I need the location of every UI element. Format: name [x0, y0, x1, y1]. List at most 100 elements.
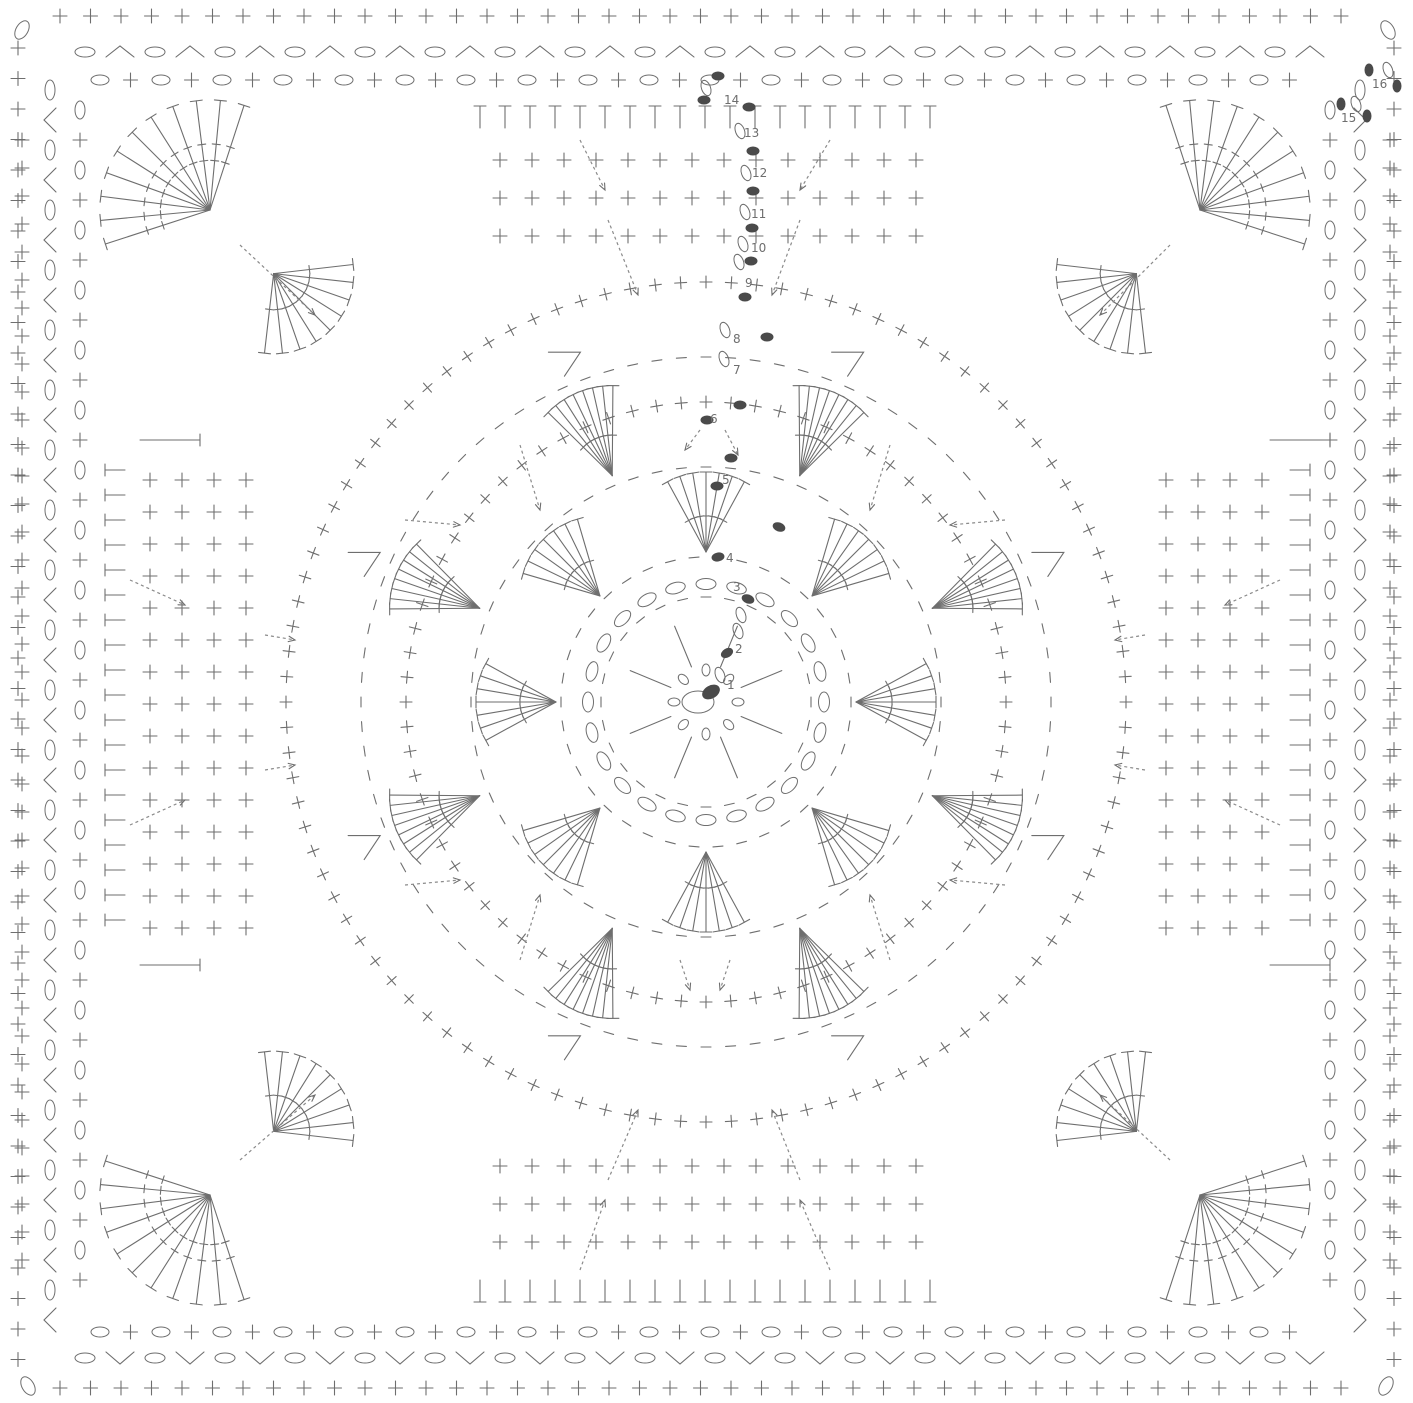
- single-crochet-symbol: [124, 1325, 138, 1339]
- single-crochet-symbol: [73, 373, 87, 387]
- single-crochet-symbol: [1255, 761, 1269, 775]
- double-crochet-symbol: [577, 389, 612, 476]
- chain-symbol: [45, 1100, 55, 1120]
- single-crochet-symbol: [1387, 1353, 1401, 1367]
- triangle-cluster: [832, 1036, 864, 1060]
- dc-stem: [106, 173, 210, 210]
- chain-symbol: [285, 1353, 305, 1363]
- double-crochet-symbol: [210, 100, 226, 210]
- ring-cross: [1047, 458, 1057, 468]
- ring-dash: [939, 722, 940, 732]
- ring-dash: [798, 1032, 808, 1035]
- round-label-9: 9: [745, 276, 753, 290]
- cross-t: [873, 1083, 884, 1088]
- ring-dash: [623, 821, 631, 826]
- picot-right: [1354, 1188, 1366, 1212]
- single-crochet-symbol: [1387, 560, 1401, 574]
- ring-cross: [423, 1012, 432, 1021]
- chain-symbol: [75, 1353, 95, 1363]
- cross-t: [528, 1083, 539, 1088]
- single-crochet-symbol: [143, 857, 157, 871]
- double-crochet-symbol: [1290, 614, 1310, 626]
- cross-t: [954, 861, 961, 871]
- single-crochet-symbol: [1387, 895, 1401, 909]
- chain-symbol: [1325, 941, 1335, 959]
- dc-cross: [309, 1132, 310, 1140]
- ring-dash: [798, 370, 808, 373]
- double-crochet-symbol: [932, 796, 1019, 831]
- ring-cross: [1047, 936, 1057, 946]
- single-crochet-symbol: [978, 1325, 992, 1339]
- chain-symbol: [668, 698, 680, 706]
- chain-symbol: [713, 666, 727, 684]
- ring-cross: [918, 337, 928, 347]
- double-crochet-symbol: [105, 714, 125, 726]
- double-crochet-symbol: [1290, 914, 1310, 926]
- double-crochet-symbol: [800, 928, 868, 995]
- dc-cross: [1254, 171, 1258, 178]
- single-crochet-symbol: [493, 191, 507, 205]
- dc-cross: [1204, 144, 1212, 145]
- single-crochet-symbol: [239, 729, 253, 743]
- ring-cross: [292, 596, 304, 608]
- dc-cross: [1223, 1235, 1230, 1239]
- single-crochet-symbol: [717, 153, 731, 167]
- single-crochet-symbol: [1191, 537, 1205, 551]
- double-crochet-symbol: [210, 1195, 226, 1305]
- ring-dash: [928, 770, 931, 780]
- double-crochet-symbol: [105, 689, 125, 701]
- dc-cross: [180, 1235, 187, 1239]
- single-crochet-symbol: [1387, 1231, 1401, 1245]
- ring-dash: [368, 770, 370, 780]
- ring-cross: [865, 446, 875, 456]
- cross-t: [1087, 524, 1092, 535]
- cross-t: [439, 554, 445, 565]
- dc-cross: [144, 212, 145, 220]
- single-crochet-symbol: [877, 191, 891, 205]
- ring-cross: [725, 277, 737, 289]
- single-crochet-symbol: [1191, 665, 1205, 679]
- single-crochet-symbol: [1159, 473, 1173, 487]
- dc-stem: [1200, 1195, 1237, 1299]
- ring-dash: [1042, 770, 1044, 780]
- ring-dash: [1050, 672, 1051, 682]
- chain-symbol: [396, 1327, 414, 1337]
- chain-symbol: [45, 440, 55, 460]
- round-start-marker: [772, 521, 786, 533]
- triangle-cluster: [1032, 552, 1064, 576]
- cross-t: [537, 448, 547, 455]
- single-crochet-symbol: [143, 697, 157, 711]
- double-crochet-symbol: [478, 702, 556, 734]
- dc-cross: [1104, 289, 1108, 296]
- single-crochet-symbol: [11, 41, 25, 55]
- single-crochet-symbol: [175, 665, 189, 679]
- single-crochet-symbol: [717, 1235, 731, 1249]
- ring-dash: [774, 924, 784, 927]
- single-crochet-symbol: [1191, 601, 1205, 615]
- cross-t: [442, 368, 451, 375]
- chain-symbol: [636, 590, 659, 610]
- double-crochet-symbol: [274, 1131, 354, 1146]
- single-crochet-symbol: [557, 153, 571, 167]
- dc-cross: [1249, 211, 1250, 219]
- single-crochet-symbol: [1383, 721, 1397, 735]
- single-crochet-symbol: [328, 9, 342, 23]
- double-crochet-symbol: [799, 106, 811, 128]
- single-crochet-symbol: [1387, 377, 1401, 391]
- chain-symbol: [664, 808, 686, 824]
- double-crochet-symbol: [599, 1280, 611, 1302]
- picot-left: [44, 228, 56, 252]
- dc-top: [352, 276, 353, 288]
- dc-cross: [266, 1095, 274, 1096]
- single-crochet-symbol: [207, 505, 221, 519]
- chain-symbol: [1325, 221, 1335, 239]
- single-crochet-symbol: [1387, 1017, 1401, 1031]
- center-spoke: [675, 737, 692, 778]
- ring-cross: [1060, 480, 1070, 490]
- ring-cross: [292, 797, 304, 809]
- single-crochet-symbol: [1383, 1085, 1397, 1099]
- ring-dash: [606, 915, 615, 919]
- double-crochet-symbol: [674, 106, 686, 128]
- round-start-marker: [743, 103, 755, 111]
- ring-cross: [404, 745, 416, 757]
